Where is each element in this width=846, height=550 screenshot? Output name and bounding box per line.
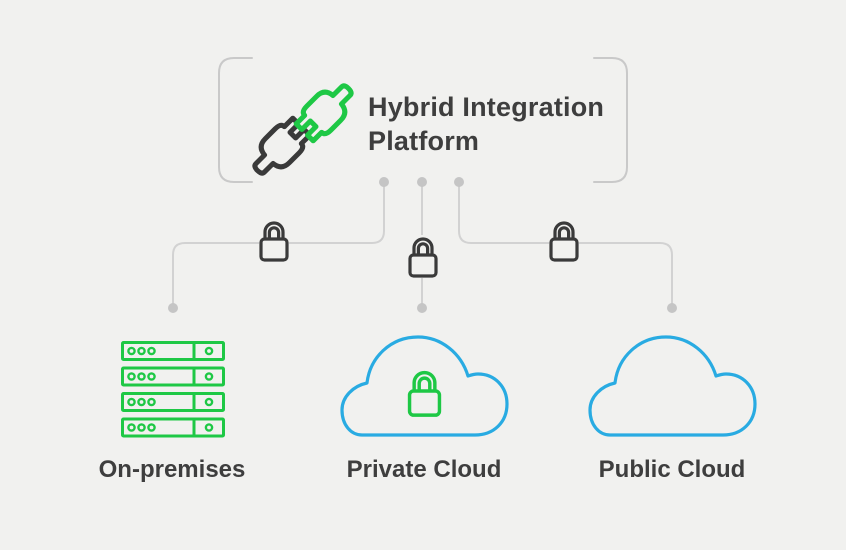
connector-dot — [417, 177, 427, 187]
cloud-with-lock-icon — [340, 335, 509, 437]
connector-dot — [168, 303, 178, 313]
plug-connection-icon — [252, 83, 354, 176]
platform-bracket-left — [218, 57, 253, 183]
lock-icon — [408, 235, 438, 278]
plug-green — [293, 83, 354, 144]
server-rack-icon — [121, 341, 225, 438]
server-unit — [121, 417, 225, 438]
node-label-on-premises: On-premises — [98, 456, 246, 483]
plug-dark — [252, 115, 313, 176]
connector-dot — [454, 177, 464, 187]
platform-title: Hybrid Integration Platform — [368, 90, 604, 158]
connector-dot — [379, 177, 389, 187]
cloud-outline — [340, 335, 509, 437]
cloud-outline — [588, 335, 757, 437]
server-unit — [121, 392, 225, 412]
lock-icon — [549, 219, 579, 262]
server-unit — [121, 366, 225, 387]
node-label-public-cloud: Public Cloud — [598, 456, 746, 483]
server-unit — [121, 341, 225, 361]
platform-title-line2: Platform — [368, 126, 480, 156]
connector-dot — [667, 303, 677, 313]
lock-icon — [259, 219, 289, 262]
node-label-private-cloud: Private Cloud — [346, 456, 502, 483]
cloud-icon — [588, 335, 757, 437]
platform-title-line1: Hybrid Integration — [368, 92, 605, 122]
platform-bracket-right — [593, 57, 628, 183]
connector-dot — [417, 303, 427, 313]
lock-icon-green — [407, 370, 442, 417]
